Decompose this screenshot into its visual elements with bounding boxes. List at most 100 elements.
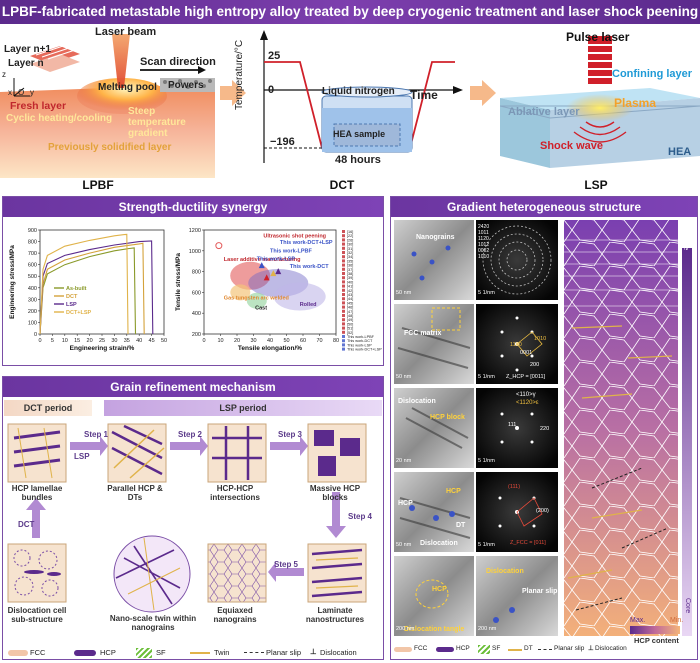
ref-label: [43] xyxy=(347,293,353,297)
ref-label: [51] xyxy=(347,327,353,331)
chart1-xtick-label: 40 xyxy=(136,338,142,344)
dct-arrow-label: DCT xyxy=(18,520,35,529)
chart2-point xyxy=(275,268,282,275)
ref-marker xyxy=(342,238,345,242)
hcp-swatch xyxy=(74,650,96,656)
saed4-a: (111) xyxy=(508,484,521,490)
saed3-c: 111 xyxy=(508,422,517,428)
dislocation-symbol-icon: ⊥ xyxy=(310,647,317,656)
axis-y-label: y xyxy=(30,88,34,97)
confining-layer-label: Confining layer xyxy=(612,68,693,80)
chart2-point xyxy=(263,274,270,281)
ref-marker xyxy=(342,343,345,347)
legend-left: FCC HCP SF Twin Planar slip ⊥ Dislocatio… xyxy=(4,646,384,660)
chart1-xtick-label: 10 xyxy=(62,338,68,344)
chart1-legend-entry: LSP xyxy=(66,302,77,308)
chart2-xtick-label: 50 xyxy=(283,338,289,344)
ref-label: [34] xyxy=(347,255,353,259)
legend-sf2: SF xyxy=(492,645,501,652)
ref-label: [48] xyxy=(347,314,353,318)
grain-refinement-panel: Grain refinement mechanism xyxy=(2,376,384,660)
fcc-swatch xyxy=(8,650,28,656)
lpbf-stage-label: LPBF xyxy=(82,178,114,192)
chart1-ytick-label: 600 xyxy=(28,263,37,269)
scale-6: 5 1/nm xyxy=(478,458,495,464)
strength-ductility-panel: Strength-ductility synergy xyxy=(2,196,384,366)
pulse-laser-label: Pulse laser xyxy=(566,30,630,44)
tem2-label: FCC matrix xyxy=(404,330,442,337)
chart1-series-line xyxy=(39,242,145,335)
ref-marker xyxy=(342,288,345,292)
ref-marker xyxy=(342,335,345,338)
strength-ductility-title: Strength-ductility synergy xyxy=(3,197,383,217)
ref-label: [40] xyxy=(347,280,353,284)
ref-marker xyxy=(342,255,345,259)
usp-point xyxy=(215,242,223,250)
chart2-annotation: This work-LPBF xyxy=(270,248,313,254)
melting-pool-label: Melting pool xyxy=(98,82,157,93)
ref-label: [36] xyxy=(347,264,353,268)
tile2-caption: Parallel HCP & DTs xyxy=(107,484,163,502)
fresh-layer-label: Fresh layer xyxy=(10,100,67,112)
ref-label: [52] xyxy=(347,331,353,335)
tem5b-label: Dislocation tangle xyxy=(404,626,465,633)
hcp2-swatch xyxy=(436,647,454,652)
lsp-stage-label: LSP xyxy=(584,178,608,192)
chart1-ytick-label: 900 xyxy=(28,228,37,234)
chart2-xtick-label: 70 xyxy=(316,338,322,344)
chart2-ytick-label: 1200 xyxy=(189,228,201,234)
saed2-c: 1100 xyxy=(510,342,522,348)
saed4-c: Z_FCC = [011] xyxy=(510,540,546,546)
legend-dislocation: Dislocation xyxy=(320,648,357,657)
lsp-illustration xyxy=(500,36,700,168)
max-label: Max. xyxy=(630,617,646,624)
cyclic-label: Cyclic heating/cooling xyxy=(6,113,113,124)
planar-swatch xyxy=(244,652,264,653)
region-gtaw xyxy=(230,284,251,301)
chart1-series-line xyxy=(39,233,129,335)
chart2-annotation: Laser additive manufacturing xyxy=(224,257,301,263)
gradient-label: Steep temperature gradient xyxy=(128,106,186,139)
region-laser-am xyxy=(230,261,271,290)
ref-label: [31] xyxy=(347,247,353,251)
axis-z-label: z xyxy=(2,70,6,79)
scale-10: 200 nm xyxy=(478,626,497,632)
ref-marker xyxy=(342,230,345,233)
ref-marker xyxy=(342,267,345,271)
ref-marker xyxy=(342,322,345,326)
dct-illustration xyxy=(260,30,463,163)
grain-refinement-title: Grain refinement mechanism xyxy=(3,377,383,397)
layer-n1-label: Layer n+1 xyxy=(4,44,51,55)
chart1-series-line xyxy=(39,247,137,335)
core-label: Core xyxy=(684,598,691,614)
step3-label: Step 3 xyxy=(278,430,303,439)
powers-label: Powers xyxy=(168,80,204,91)
banner-title: LPBF-fabricated metastable high entropy … xyxy=(0,0,700,24)
saed2-e: Z_HCP = [0011] xyxy=(506,374,546,380)
scan-direction-label: Scan direction xyxy=(140,56,216,68)
ref-label: This work-DCT xyxy=(347,339,373,343)
legend-fcc2: FCC xyxy=(414,645,428,652)
liquid-nitrogen-label: Liquid nitrogen xyxy=(322,86,395,97)
chart2-ylabel: Tensile stress/MPa xyxy=(175,253,182,311)
tile7-caption: Equiaxed nanograins xyxy=(213,606,257,624)
chart2-annotation: This work-DCT+LSP xyxy=(280,240,333,246)
surface-label: Surface xyxy=(682,226,689,251)
scale-8: 5 1/nm xyxy=(478,542,495,548)
chart1-legend-entry: DCT xyxy=(66,294,78,300)
scale-7: 50 nm xyxy=(396,542,412,548)
ref-marker xyxy=(342,347,345,351)
tem5d-label: Planar slip xyxy=(522,588,558,595)
ref-label: [42] xyxy=(347,289,353,293)
chart2-annotation: Cast xyxy=(255,306,267,312)
chart1-ylabel: Engineering stress/MPa xyxy=(9,245,16,319)
tile4-caption: Massive HCP blocks xyxy=(309,484,361,502)
saed3-b: <1120>ε xyxy=(516,400,539,406)
legend-sf: SF xyxy=(156,648,166,657)
ref-label: [30] xyxy=(347,243,353,247)
scale-3: 50 nm xyxy=(396,374,412,380)
hours-label: 48 hours xyxy=(335,154,381,166)
tem3-label: HCP block xyxy=(430,414,465,421)
ref-label: [46] xyxy=(347,306,353,310)
